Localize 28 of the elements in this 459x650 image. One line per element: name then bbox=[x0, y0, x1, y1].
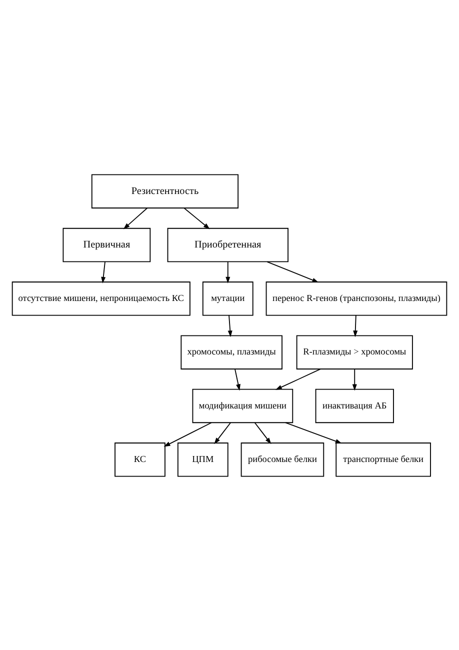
node-box: отсутствие мишени, непроницаемость КС bbox=[12, 281, 190, 316]
node-box: Первичная bbox=[62, 227, 151, 262]
node-box: рибосомые белки bbox=[240, 442, 324, 476]
arrow bbox=[254, 422, 272, 444]
node-box: модификация мишени bbox=[192, 388, 294, 423]
node-box: мутации bbox=[202, 281, 254, 316]
arrow bbox=[352, 368, 357, 390]
arrow bbox=[266, 260, 319, 282]
node-box: ЦПМ bbox=[177, 442, 228, 476]
arrow bbox=[101, 260, 106, 283]
node-box: инактивация АБ bbox=[315, 388, 394, 423]
node-box: транспортные белки bbox=[336, 442, 431, 476]
arrow bbox=[214, 422, 231, 444]
arrow bbox=[184, 207, 210, 229]
arrow bbox=[285, 422, 342, 443]
node-box: хромосомы, плазмиды bbox=[180, 334, 282, 369]
arrow bbox=[275, 368, 321, 390]
arrow bbox=[228, 314, 232, 337]
node-box: перенос R-генов (транспозоны, плазмиды) bbox=[266, 281, 448, 316]
arrow bbox=[234, 368, 240, 390]
arrow bbox=[353, 314, 358, 337]
node-box: Резистентность bbox=[91, 174, 239, 208]
arrow bbox=[226, 260, 230, 283]
node-box: Приобретенная bbox=[167, 227, 288, 262]
node-box: КС bbox=[114, 442, 166, 476]
arrow bbox=[164, 422, 212, 446]
node-box: R-плазмиды > хромосомы bbox=[296, 334, 413, 369]
arrow bbox=[123, 207, 148, 229]
